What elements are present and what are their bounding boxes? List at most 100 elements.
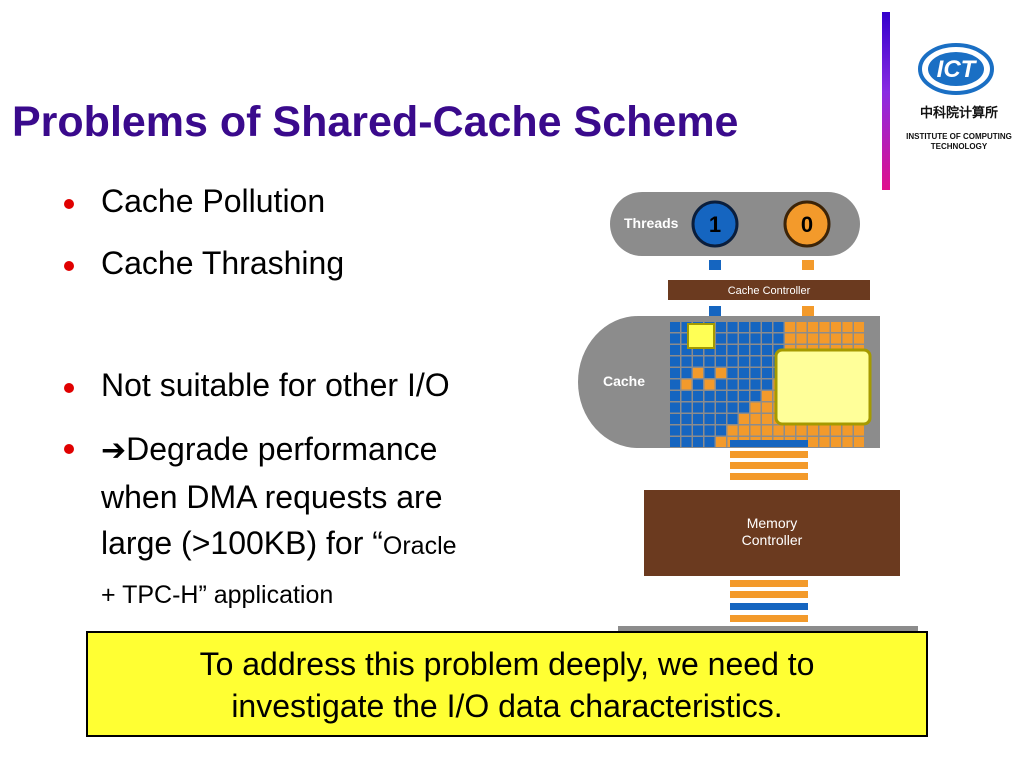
cache-block: [739, 368, 749, 378]
bus-line: [730, 473, 808, 480]
bus-line: [730, 451, 808, 458]
cache-block: [762, 368, 772, 378]
cache-block: [693, 437, 703, 447]
cache-block: [819, 322, 830, 332]
cache-block: [762, 391, 772, 401]
thread-0-icon: [783, 200, 831, 248]
cache-block: [785, 322, 795, 332]
cache-block: [773, 322, 784, 332]
bullet-line-small: Oracle: [382, 532, 457, 560]
cache-block: [670, 437, 680, 447]
bullet-dot: [64, 261, 74, 271]
bullet-line: large (>100KB) for “: [101, 525, 383, 561]
cache-block: [693, 425, 703, 436]
cache-block: [808, 322, 818, 332]
cache-block: [704, 391, 715, 401]
cache-block: [716, 345, 726, 355]
cache-block: [831, 322, 841, 332]
cache-block: [819, 437, 830, 447]
cache-block: [670, 322, 680, 332]
threads-label: Threads: [624, 215, 679, 231]
cache-memory-bus: [730, 440, 808, 480]
cache-block: [670, 356, 680, 367]
callout-line2: investigate the I/O data characteristics…: [231, 688, 783, 724]
bullet-line-small: + TPC-H” application: [101, 581, 334, 609]
cache-block: [716, 333, 726, 344]
cache-block: [681, 368, 692, 378]
cache-highlight-small: [687, 323, 715, 349]
cache-controller-label: Cache Controller: [728, 285, 811, 297]
bullet-line: Degrade performance: [126, 431, 438, 467]
cache-block: [750, 322, 761, 332]
cache-block: [681, 322, 692, 332]
cache-block: [739, 425, 749, 436]
cache-block: [762, 425, 772, 436]
connector: [802, 306, 814, 316]
cache-block: [750, 391, 761, 401]
cache-block: [762, 322, 772, 332]
cache-block: [750, 402, 761, 413]
thread-1-label: 1: [709, 212, 721, 237]
bullet-text: Not suitable for other I/O: [101, 367, 450, 403]
cache-block: [727, 391, 738, 401]
bullet-text: ➔Degrade performance when DMA requests a…: [101, 426, 457, 618]
connector: [709, 260, 721, 270]
cache-block: [716, 356, 726, 367]
cache-block: [727, 425, 738, 436]
callout-line1: To address this problem deeply, we need …: [199, 646, 815, 682]
connector: [802, 260, 814, 270]
cache-block: [727, 333, 738, 344]
cache-block: [693, 391, 703, 401]
cache-block: [762, 345, 772, 355]
cache-block: [704, 437, 715, 447]
cache-block: [716, 414, 726, 424]
cache-block: [750, 345, 761, 355]
memory-controller-line2: Controller: [742, 532, 803, 548]
cache-block: [831, 333, 841, 344]
cache-block: [739, 391, 749, 401]
cache-block: [670, 345, 680, 355]
cache-block: [750, 379, 761, 390]
cache-block: [739, 345, 749, 355]
cache-block: [762, 414, 772, 424]
cache-block: [785, 425, 795, 436]
cache-block: [727, 345, 738, 355]
cache-block: [727, 368, 738, 378]
right-arrow-icon: ➔: [101, 433, 127, 468]
cache-block: [808, 425, 818, 436]
memory-controller-line1: Memory: [747, 515, 798, 531]
ict-logo-line1: INSTITUTE OF COMPUTING: [906, 132, 1012, 141]
cache-block: [670, 414, 680, 424]
cache-block: [842, 437, 853, 447]
cache-block: [693, 356, 703, 367]
ict-logo-chinese: 中科院计算所: [919, 106, 998, 121]
cache-block: [681, 345, 692, 355]
cache-block: [739, 402, 749, 413]
cache-block: [854, 322, 864, 332]
cache-block: [727, 322, 738, 332]
cache-block: [681, 333, 692, 344]
cache-block: [704, 402, 715, 413]
cache-block: [808, 333, 818, 344]
thread-0-label: 0: [801, 212, 813, 237]
cache-block: [819, 333, 830, 344]
callout-box: To address this problem deeply, we need …: [86, 631, 928, 737]
cache-block: [796, 333, 807, 344]
cache-block: [762, 356, 772, 367]
cache-block: [704, 379, 715, 390]
cache-block: [842, 322, 853, 332]
logo-accent-bar: [882, 12, 890, 190]
cache-block: [693, 414, 703, 424]
cache-block: [727, 414, 738, 424]
slide-title: Problems of Shared-Cache Scheme: [12, 98, 739, 146]
cache-block: [785, 333, 795, 344]
cache-block: [796, 425, 807, 436]
cache-block: [842, 333, 853, 344]
cache-block: [670, 368, 680, 378]
bus-line: [730, 615, 808, 622]
cache-block: [704, 356, 715, 367]
ict-logo-letters: ICT: [937, 56, 978, 83]
cache-block: [854, 333, 864, 344]
cache-block: [681, 379, 692, 390]
cache-label: Cache: [603, 373, 645, 389]
